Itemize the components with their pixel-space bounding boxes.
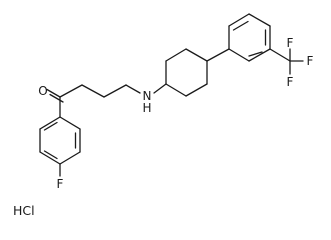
- butyl-chain: [59, 84, 141, 98]
- cyclohexane-ring: [165, 48, 208, 97]
- salt-label: HCl: [13, 203, 35, 218]
- cf3-fluorine-bottom-label: F: [287, 75, 294, 89]
- aryl-fluorine-label: F: [57, 177, 64, 191]
- cf3-fluorine-right-label: F: [307, 54, 314, 68]
- trifluoromethyl-group: [269, 48, 304, 75]
- trifluoromethylphenyl-ring: [228, 13, 271, 62]
- structure-diagram: O N H F F F F HCl: [13, 13, 314, 218]
- aryl-link-bond: [206, 48, 230, 62]
- amine-bond: [153, 83, 167, 94]
- nitrogen-hydrogen-label: H: [142, 101, 151, 115]
- cf3-fluorine-top-label: F: [287, 36, 294, 50]
- ketone-group: [46, 88, 64, 118]
- fluorophenyl-ring: [39, 116, 81, 165]
- oxygen-label: O: [38, 84, 47, 98]
- nitrogen-label: N: [143, 89, 152, 103]
